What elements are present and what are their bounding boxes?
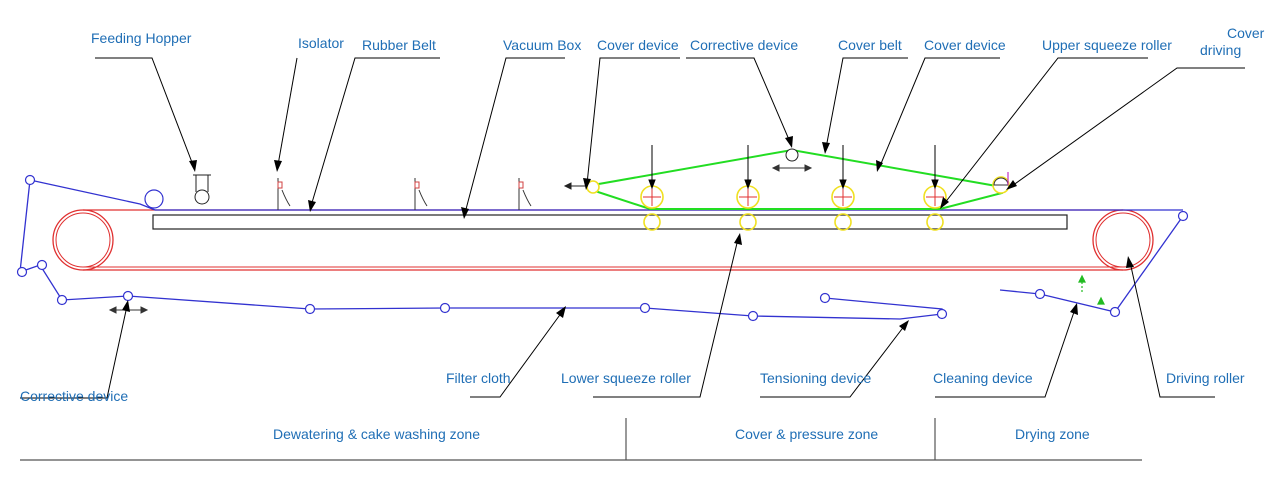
label-cover-device-right: Cover device <box>924 37 1006 53</box>
isolators <box>277 178 532 210</box>
filter-cloth-rollers <box>16 174 1189 322</box>
zone-bar: Dewatering & cake washing zone Cover & p… <box>20 418 1142 461</box>
pressure-arrows <box>648 145 939 190</box>
label-cover-driving-line1: Cover <box>1227 25 1265 41</box>
lower-squeeze-roller-3 <box>834 213 852 231</box>
zone-cover-pressure: Cover & pressure zone <box>735 426 878 442</box>
vacuum-box <box>152 214 1068 230</box>
label-cleaning-device: Cleaning device <box>933 370 1033 386</box>
feeding-hopper <box>193 174 211 205</box>
tensioning-roller <box>936 308 948 320</box>
feed-roller <box>144 189 164 209</box>
lower-squeeze-roller-2 <box>739 213 757 231</box>
label-upper-squeeze-roller: Upper squeeze roller <box>1042 37 1172 53</box>
label-cover-driving-line2: driving <box>1200 42 1241 58</box>
label-corrective-device-top: Corrective device <box>690 37 798 53</box>
zone-drying: Drying zone <box>1015 426 1090 442</box>
corrective-roller-top <box>785 148 799 162</box>
corrective-roller <box>122 290 134 302</box>
isolator-3 <box>518 178 532 210</box>
lower-squeeze-roller-1 <box>643 213 661 231</box>
zone-dewatering: Dewatering & cake washing zone <box>273 426 480 442</box>
lower-squeeze-roller-4 <box>926 213 944 231</box>
cleaning-device <box>1078 274 1105 305</box>
squeeze-rollers <box>640 185 947 231</box>
isolator-1 <box>277 178 291 210</box>
label-filter-cloth: Filter cloth <box>446 370 511 386</box>
tail-roller <box>52 209 114 271</box>
label-isolator: Isolator <box>298 35 344 51</box>
leader-lines <box>20 57 1245 399</box>
label-cover-belt: Cover belt <box>838 37 902 53</box>
filter-cloth <box>19 179 1184 320</box>
label-feeding-hopper: Feeding Hopper <box>91 30 192 46</box>
labels: Feeding Hopper Isolator Rubber Belt Vacu… <box>20 25 1265 404</box>
label-corrective-device-bottom: Corrective device <box>20 388 128 404</box>
cover-belt <box>563 148 1003 210</box>
driving-roller <box>1092 209 1154 271</box>
label-cover-device-left: Cover device <box>597 37 679 53</box>
label-tensioning-device: Tensioning device <box>760 370 872 386</box>
label-lower-squeeze-roller: Lower squeeze roller <box>561 370 691 386</box>
label-driving-roller: Driving roller <box>1166 370 1245 386</box>
label-rubber-belt: Rubber Belt <box>362 37 436 53</box>
label-vacuum-box: Vacuum Box <box>503 37 581 53</box>
isolator-2 <box>414 178 428 210</box>
cover-driving-roller <box>992 172 1010 194</box>
